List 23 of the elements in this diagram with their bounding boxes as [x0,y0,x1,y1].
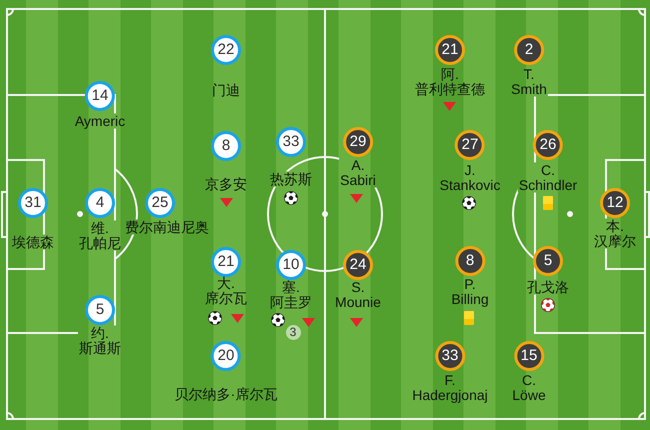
player-name: 本.汉摩尔 [594,218,636,248]
player-name: C. Löwe [512,372,546,402]
player-name: A. Sabiri [340,158,376,188]
player-name: J. Stankovic [440,162,500,192]
player-name: 京多安 [205,176,247,192]
player-name: 约.斯通斯 [79,326,121,356]
player-name: C. Schindler [518,162,578,192]
player-name: 热苏斯 [270,172,312,186]
player-name: P. Billing [451,276,489,306]
player-name: T. Smith [511,66,547,96]
player-name: 埃德森 [12,234,54,250]
player-name: 维.孔帕尼 [79,220,121,250]
player-name: 门迪 [212,82,240,98]
player-name: Aymeric [74,114,126,128]
player-name: S. Mounie [335,280,381,310]
player-name: 费尔南迪尼奥 [125,220,209,234]
player-name: F. Hadergjonaj [412,372,488,402]
player-name: 阿.普利特查德 [415,66,485,96]
player-name: 贝尔纳多·席尔瓦 [174,386,278,402]
player-name: 孔戈洛 [527,280,569,294]
player-name: 大.席尔瓦 [205,276,247,306]
goal-count-badge: 3 [286,324,300,340]
player-name: 塞.阿圭罗 [270,280,312,310]
